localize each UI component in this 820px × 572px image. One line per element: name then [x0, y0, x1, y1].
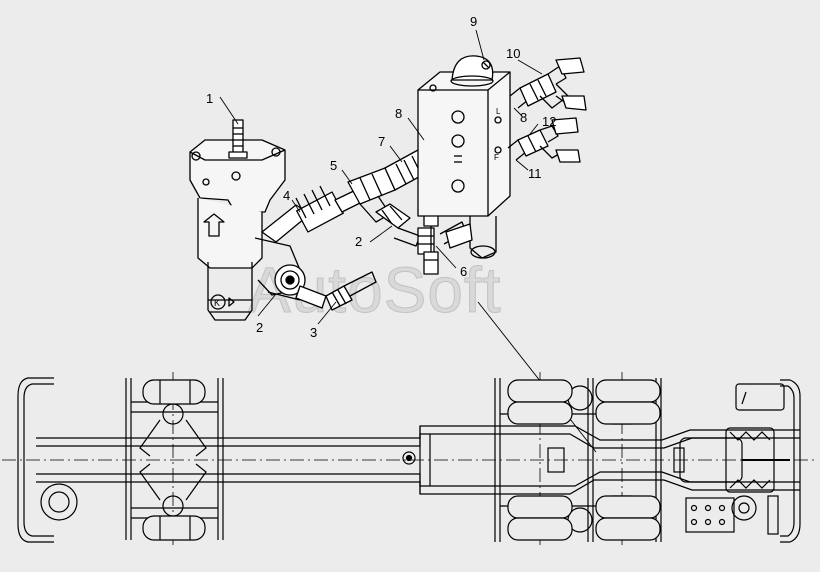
callout-2-lower: 2 — [256, 320, 263, 335]
callout-leaders — [219, 29, 597, 453]
fitting-10 — [509, 57, 587, 111]
callout-9: 9 — [470, 14, 477, 29]
pipe-2-upper — [393, 227, 435, 255]
tee-fitting-5 — [347, 167, 411, 229]
front-wheel-left — [142, 379, 206, 405]
callout-numbers: 1 2 2 3 4 5 6 7 8 8 9 10 11 12 — [206, 14, 556, 340]
callout-6: 6 — [460, 264, 467, 279]
front-bumper — [17, 377, 54, 543]
callout-1: 1 — [206, 91, 213, 106]
air-tank — [731, 495, 757, 521]
callout-4: 4 — [283, 188, 290, 203]
distributor-block-9: L F — [417, 55, 511, 259]
svg-text:F: F — [494, 153, 499, 162]
frame-bolt — [402, 451, 416, 465]
fitting-11-12 — [507, 117, 581, 163]
front-axle — [125, 378, 224, 540]
pipe-elbow-2 — [295, 271, 377, 311]
callout-5: 5 — [330, 158, 337, 173]
svg-text:L: L — [496, 107, 501, 116]
callout-8-right: 8 — [520, 110, 527, 125]
callout-3: 3 — [310, 325, 317, 340]
pipe-coupling-4 — [261, 185, 367, 243]
front-wheel-right — [142, 515, 206, 541]
callout-12: 12 — [542, 114, 556, 129]
rear-wheels-right — [507, 495, 661, 541]
callout-10: 10 — [506, 46, 520, 61]
chassis-plan-view — [2, 372, 818, 545]
callout-11: 11 — [528, 166, 542, 181]
fuel-tank — [735, 383, 785, 411]
callout-2-upper: 2 — [355, 234, 362, 249]
callout-8-left: 8 — [395, 106, 402, 121]
svg-text:K: K — [214, 298, 220, 308]
battery-box — [685, 497, 735, 533]
callout-7: 7 — [378, 134, 385, 149]
rear-bumper — [767, 379, 801, 543]
rear-wheels-left — [507, 379, 661, 425]
rear-hitch-unit — [673, 427, 790, 493]
spare-wheel — [40, 483, 78, 521]
valve-assembly: K — [189, 55, 587, 321]
main-valve-body: K — [189, 119, 306, 321]
